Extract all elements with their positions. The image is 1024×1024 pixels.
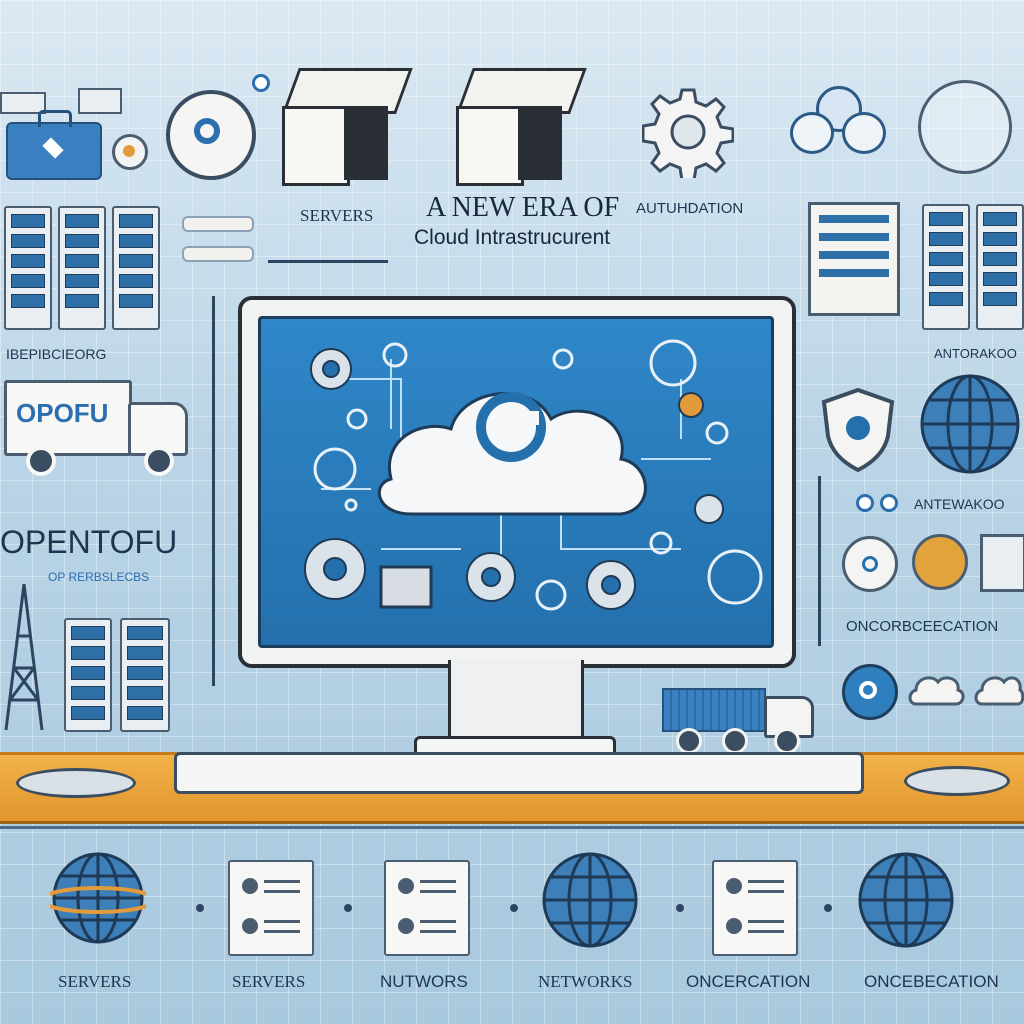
server-box-icon bbox=[456, 68, 587, 186]
headline-line2: Cloud Intrastrucurent bbox=[414, 226, 611, 249]
dot-icon bbox=[252, 74, 270, 92]
clock-icon bbox=[166, 90, 256, 180]
globe-icon bbox=[918, 372, 1022, 476]
monitor-stand bbox=[448, 660, 584, 743]
globe-icon bbox=[40, 850, 156, 946]
coin-icon bbox=[912, 534, 968, 590]
dot-icon bbox=[856, 494, 874, 512]
briefcase-icon bbox=[6, 110, 102, 180]
disc-icon bbox=[16, 768, 136, 798]
server-rack bbox=[58, 206, 106, 330]
document-icon bbox=[712, 860, 798, 956]
server-box-icon bbox=[282, 68, 413, 186]
headline-line1: A NEW ERA OF bbox=[426, 192, 620, 223]
cloud-icon bbox=[972, 668, 1024, 708]
keyboard bbox=[174, 752, 864, 794]
monitor bbox=[238, 296, 796, 668]
pill-row-icon bbox=[182, 246, 254, 262]
bottom-label: ONCEBECATION bbox=[864, 972, 999, 991]
connector-line bbox=[818, 476, 821, 646]
automation-label: AUTUHDATION bbox=[636, 200, 744, 217]
small-badge-icon bbox=[112, 134, 148, 170]
badge-icon bbox=[842, 536, 898, 592]
server-tile-icon bbox=[980, 534, 1024, 592]
bottom-label: SERVERS bbox=[232, 972, 306, 991]
pill-row-icon bbox=[182, 216, 254, 232]
monitor-screen bbox=[258, 316, 774, 648]
document-stack-icon bbox=[808, 202, 900, 316]
mini-rack-icon bbox=[0, 92, 46, 114]
connector-line bbox=[0, 826, 1024, 829]
connector-line bbox=[268, 260, 388, 263]
dot-separator bbox=[676, 904, 684, 912]
server-rack bbox=[922, 204, 970, 330]
cloud-badge-icon bbox=[842, 664, 898, 720]
document-icon bbox=[228, 860, 314, 956]
server-rack bbox=[4, 206, 52, 330]
server-rack bbox=[976, 204, 1024, 330]
right-label-1: ANTORAKOO bbox=[934, 346, 1017, 361]
racks-caption: IBEPIBCIEORG bbox=[6, 346, 107, 362]
disc-icon bbox=[904, 766, 1010, 796]
dot-separator bbox=[344, 904, 352, 912]
bottom-label: SERVERS bbox=[58, 972, 132, 991]
truck-label: OPOFU bbox=[16, 398, 109, 428]
globe-icon bbox=[856, 850, 956, 950]
dot-separator bbox=[196, 904, 204, 912]
server-rack bbox=[64, 618, 112, 732]
bottom-label: ONCERCATION bbox=[686, 972, 811, 991]
right-label-3: ONCORBCEECATION bbox=[846, 618, 999, 635]
cloud-icon bbox=[906, 668, 966, 708]
opentofu-subtitle: OP RERBSLECBS bbox=[48, 570, 150, 584]
bottom-label: NUTWORS bbox=[380, 972, 468, 991]
server-rack bbox=[120, 618, 170, 732]
gear-icon bbox=[641, 86, 735, 182]
right-label-2: ANTEWAKOO bbox=[914, 496, 1005, 512]
dot-separator bbox=[824, 904, 832, 912]
cloud-cluster-icon bbox=[790, 86, 886, 154]
document-icon bbox=[384, 860, 470, 956]
tower-icon bbox=[0, 580, 48, 732]
dot-separator bbox=[510, 904, 518, 912]
servers-label: SERVERS bbox=[300, 206, 374, 225]
shield-icon bbox=[820, 386, 896, 473]
server-rack bbox=[112, 206, 160, 330]
truck-icon bbox=[4, 380, 190, 476]
container-truck-icon bbox=[662, 688, 814, 754]
globe-icon bbox=[540, 850, 640, 950]
opentofu-brand: OPENTOFU bbox=[0, 524, 178, 560]
bottom-label: NETWORKS bbox=[538, 972, 633, 991]
mini-rack-icon bbox=[78, 88, 122, 114]
connector-line bbox=[212, 296, 215, 686]
dot-icon bbox=[880, 494, 898, 512]
network-globe-icon bbox=[918, 80, 1012, 174]
